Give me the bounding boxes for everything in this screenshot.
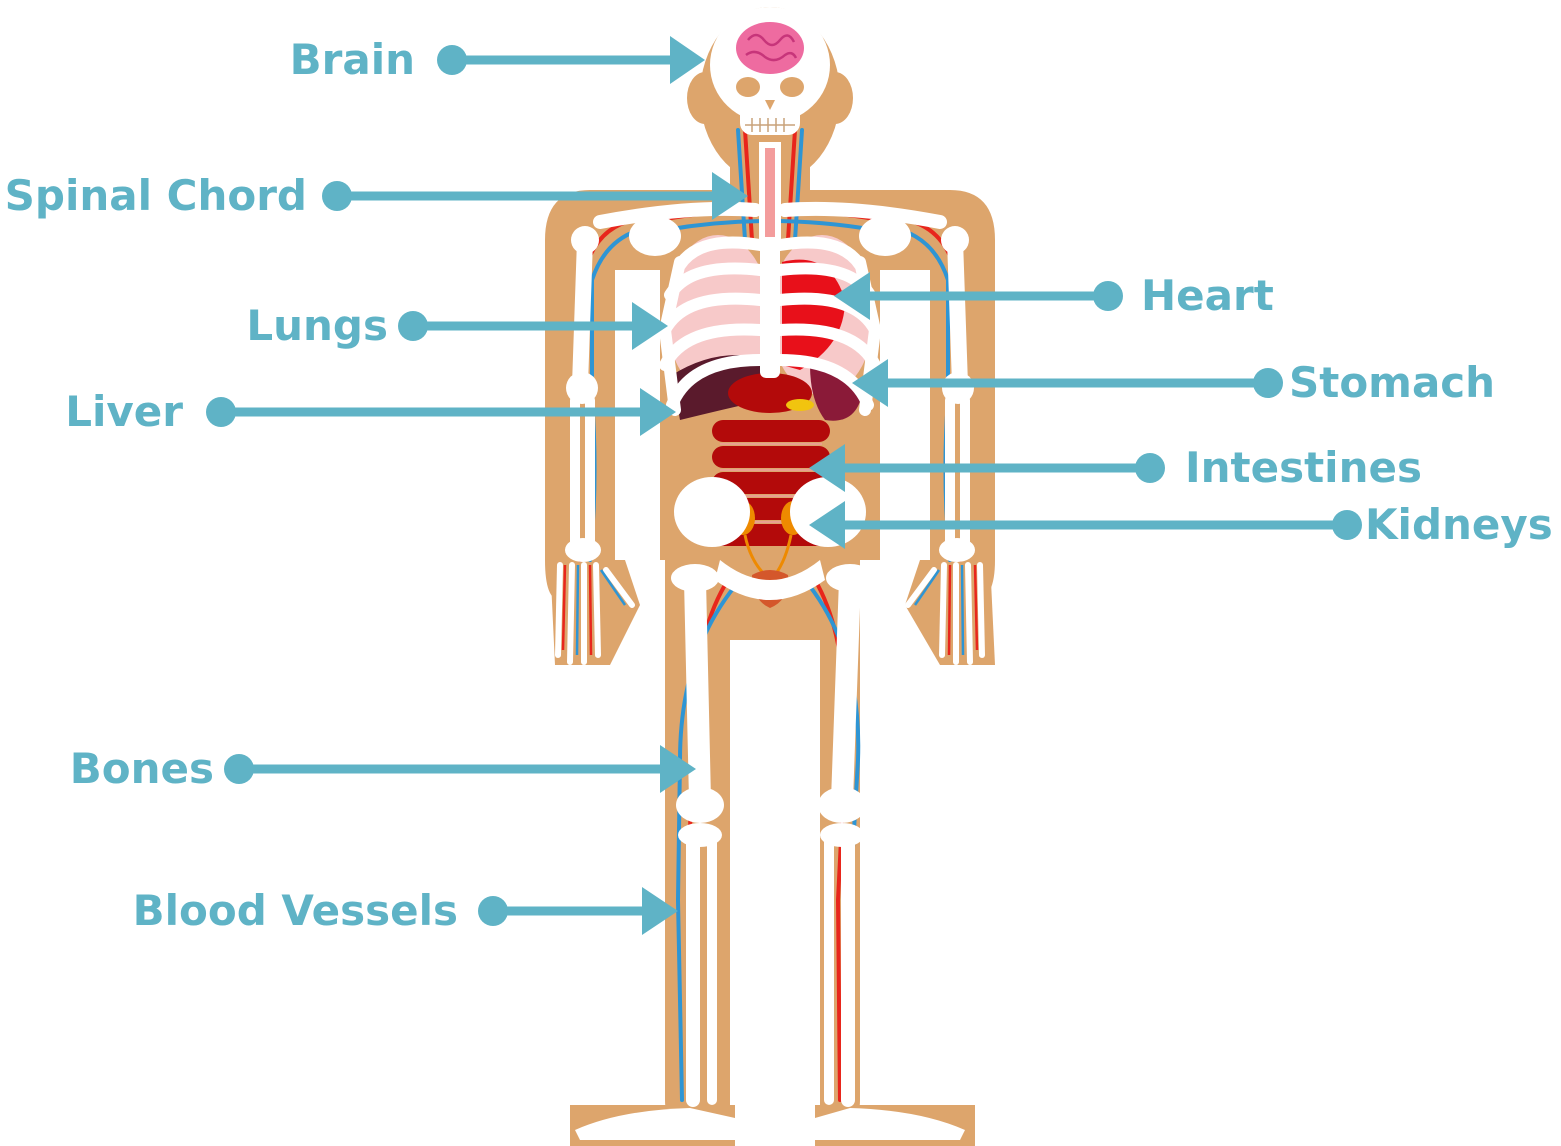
label-blood-vessels: Blood Vessels: [133, 886, 458, 935]
label-liver: Liver: [65, 387, 183, 436]
pancreas: [786, 399, 814, 411]
label-intestines: Intestines: [1185, 443, 1422, 492]
label-kidneys: Kidneys: [1365, 500, 1553, 549]
label-bones: Bones: [70, 744, 214, 793]
callout-lungs: [398, 302, 668, 350]
callout-brain: [437, 36, 705, 84]
callout-stomach: [852, 359, 1283, 407]
label-brain: Brain: [290, 35, 415, 84]
label-lungs: Lungs: [246, 301, 388, 350]
label-stomach: Stomach: [1289, 358, 1495, 407]
label-heart: Heart: [1141, 271, 1274, 320]
callout-kidneys: [809, 501, 1362, 549]
callout-blood-vessels: [478, 887, 678, 935]
shoulder-right: [859, 216, 911, 256]
brain: [736, 22, 804, 74]
spinal-chord: [762, 145, 778, 240]
callout-bones: [224, 745, 696, 793]
label-spinal-chord: Spinal Chord: [5, 171, 307, 220]
shoulder-left: [629, 216, 681, 256]
